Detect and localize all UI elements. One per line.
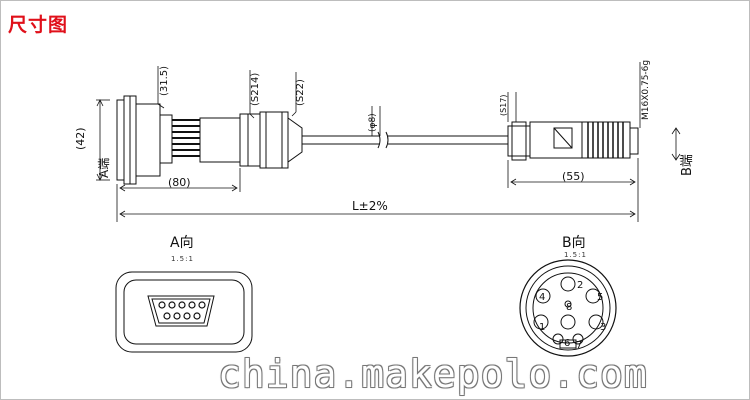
ribbed-grip [172, 119, 200, 157]
knurled-nut [587, 122, 624, 158]
pin-2: 2 [577, 280, 583, 291]
dim-s17: (S17) [499, 95, 508, 117]
view-b-circular [519, 259, 617, 357]
dim-s214: (S214) [250, 73, 261, 106]
dimension-lines [96, 62, 681, 222]
pin-6: 6 [564, 338, 570, 349]
dimension-texts: (42) A端 (31.5) (S214) (S22) (φ8) (S17) M… [74, 60, 695, 213]
dim-thread: M16X0.75-6g [641, 60, 651, 120]
watermark: china.makepolo.com [218, 352, 648, 396]
connector-b-side [507, 121, 639, 161]
cable [302, 131, 508, 149]
view-b-label: B向 [562, 235, 586, 251]
pin-numbers: 1 2 3 4 5 6 7 8 [539, 280, 606, 351]
dim-31-5: (31.5) [159, 66, 170, 96]
pin-8: 8 [566, 302, 572, 313]
dim-total-length: L±2% [352, 199, 388, 213]
view-a-db9 [115, 271, 253, 353]
pin-1: 1 [539, 322, 545, 333]
dim-height-a: (42) [74, 127, 87, 150]
view-b-scale: 1.5:1 [564, 251, 587, 259]
pin-5: 5 [597, 292, 603, 303]
connector-a-side [116, 95, 303, 185]
dim-length-55: (55) [562, 170, 585, 183]
circular-pins [533, 276, 604, 345]
view-a-label: A向 [170, 235, 194, 251]
drawing-title: 尺寸图 [8, 14, 69, 36]
end-b-label: B端 [680, 154, 695, 176]
pin-7: 7 [576, 340, 582, 351]
pin-4: 4 [539, 292, 545, 303]
end-a-label: A端 [97, 158, 111, 178]
dim-length-80: (80) [168, 176, 191, 189]
db9-pins [158, 301, 206, 320]
dim-s22: (S22) [295, 79, 306, 106]
dim-phi8: (φ8) [368, 113, 378, 132]
view-a-scale: 1.5:1 [171, 255, 194, 263]
pin-3: 3 [600, 322, 606, 333]
